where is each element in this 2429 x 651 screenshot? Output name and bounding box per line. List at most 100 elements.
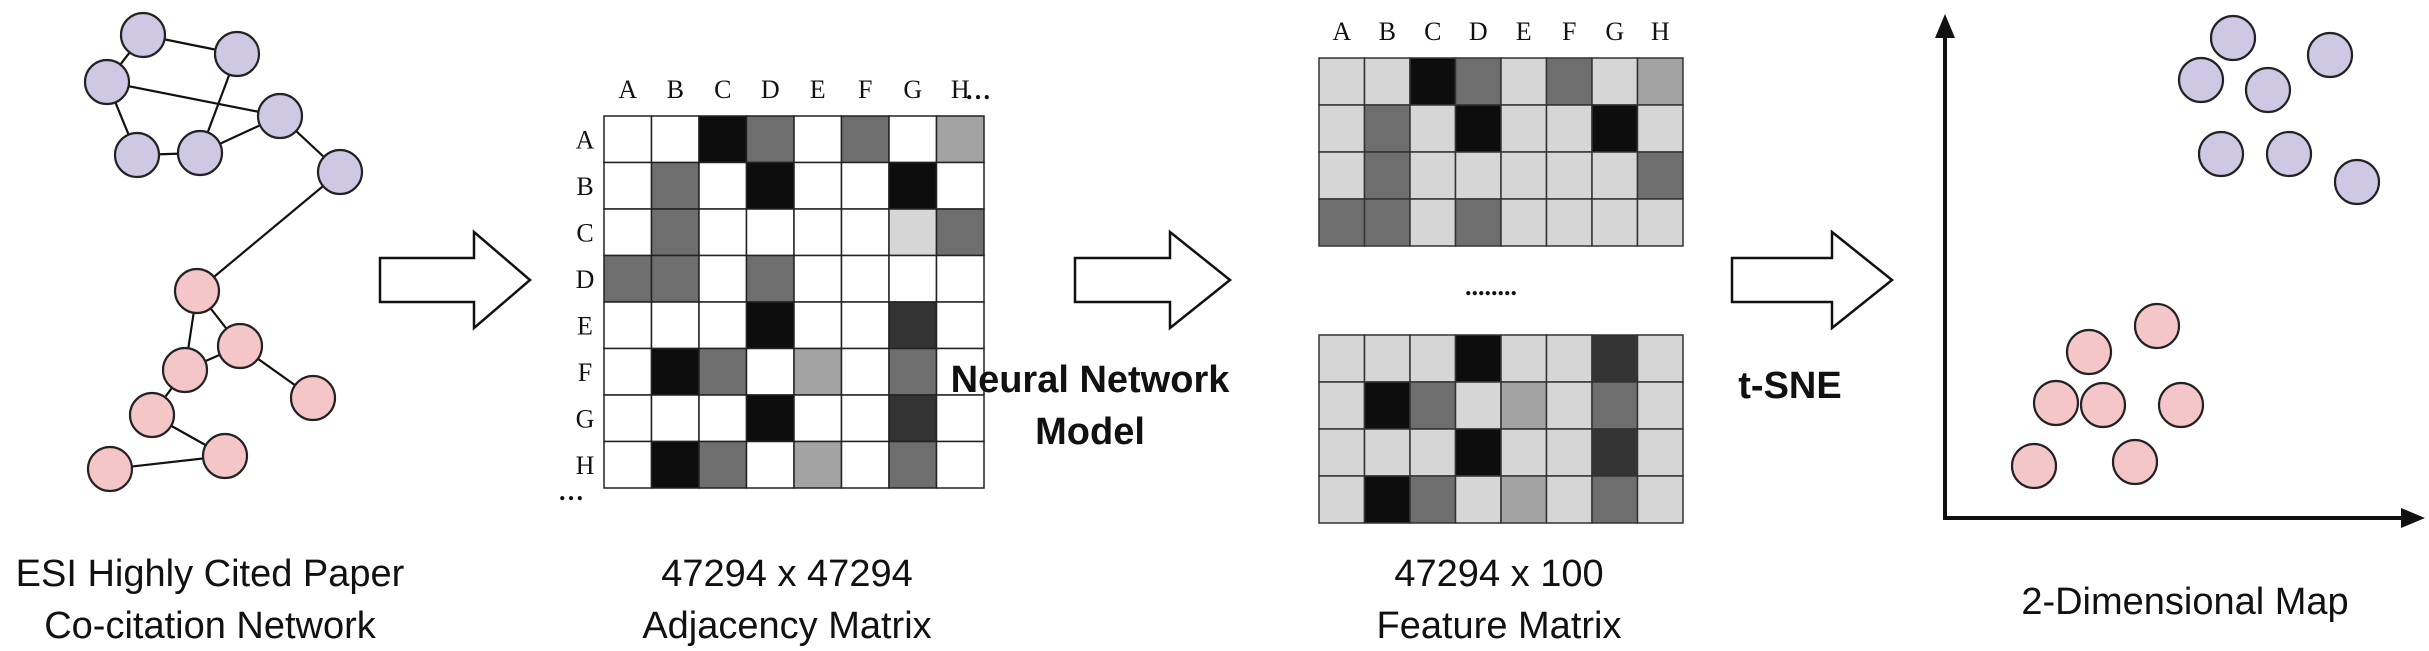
right-arrow-icon bbox=[1730, 229, 1895, 331]
adjacency-cell bbox=[745, 161, 795, 210]
adjacency-column-label: C bbox=[714, 75, 731, 104]
feature-cell bbox=[1591, 334, 1639, 383]
feature-cell bbox=[1500, 57, 1548, 106]
feature-cell bbox=[1636, 57, 1684, 106]
adjacency-column-label: G bbox=[903, 75, 922, 104]
adjacency-cell bbox=[793, 208, 843, 257]
network-node bbox=[83, 58, 131, 106]
feature-cell bbox=[1545, 57, 1593, 106]
map-point bbox=[2010, 442, 2058, 490]
adjacency-cell bbox=[935, 301, 985, 350]
feature-cell bbox=[1363, 104, 1411, 153]
adjacency-cell bbox=[840, 347, 890, 396]
feature-cell bbox=[1545, 151, 1593, 200]
adjacency-cell bbox=[650, 115, 700, 164]
network-caption-line1: ESI Highly Cited Paper bbox=[16, 553, 405, 595]
network-node bbox=[256, 92, 304, 140]
map-point bbox=[2133, 302, 2181, 350]
adjacency-column-ellipsis: … bbox=[965, 76, 991, 105]
adjacency-cell bbox=[935, 208, 985, 257]
adjacency-cell bbox=[935, 254, 985, 303]
feature-cell bbox=[1409, 57, 1457, 106]
network-node bbox=[201, 432, 249, 480]
map-point bbox=[2333, 158, 2381, 206]
adjacency-cell bbox=[935, 161, 985, 210]
feature-cell bbox=[1409, 198, 1457, 247]
adjacency-cell bbox=[650, 161, 700, 210]
adjacency-row-label: H bbox=[576, 451, 595, 480]
feature-cell bbox=[1591, 381, 1639, 430]
adjacency-cell bbox=[745, 208, 795, 257]
right-arrow-icon bbox=[378, 229, 532, 331]
adjacency-cell bbox=[793, 115, 843, 164]
adjacency-column-label: A bbox=[618, 75, 637, 104]
feature-caption-line1: 47294 x 100 bbox=[1394, 553, 1603, 595]
adjacency-cell bbox=[603, 347, 653, 396]
feature-cell bbox=[1318, 57, 1366, 106]
adjacency-row-label: C bbox=[576, 218, 593, 247]
map-point bbox=[2265, 130, 2313, 178]
adjacency-cell bbox=[840, 394, 890, 443]
adjacency-cell bbox=[793, 440, 843, 489]
feature-cell bbox=[1363, 381, 1411, 430]
feature-cell bbox=[1363, 198, 1411, 247]
feature-cell bbox=[1318, 104, 1366, 153]
adjacency-row-label: G bbox=[576, 404, 595, 433]
adjacency-cell bbox=[888, 440, 938, 489]
feature-caption-line2: Feature Matrix bbox=[1377, 605, 1622, 647]
adjacency-cell bbox=[840, 208, 890, 257]
arrow-up-icon bbox=[1935, 14, 1955, 38]
map-clusters bbox=[2010, 14, 2381, 490]
network-node bbox=[176, 129, 224, 177]
map-point bbox=[2157, 381, 2205, 429]
adjacency-row-label: B bbox=[576, 172, 593, 201]
adjacency-cell bbox=[603, 440, 653, 489]
adjacency-cell bbox=[698, 394, 748, 443]
adjacency-cell bbox=[650, 208, 700, 257]
adjacency-cell bbox=[935, 394, 985, 443]
network-node bbox=[173, 267, 221, 315]
adjacency-cell bbox=[793, 254, 843, 303]
feature-column-label: C bbox=[1424, 17, 1441, 46]
feature-cell bbox=[1363, 57, 1411, 106]
feature-cell bbox=[1500, 198, 1548, 247]
map-point bbox=[2111, 438, 2159, 486]
feature-cell bbox=[1318, 381, 1366, 430]
feature-cell bbox=[1363, 151, 1411, 200]
network-caption-line2: Co-citation Network bbox=[44, 605, 377, 647]
feature-cell bbox=[1500, 381, 1548, 430]
feature-cell bbox=[1318, 151, 1366, 200]
adjacency-cell bbox=[650, 440, 700, 489]
feature-cell bbox=[1636, 198, 1684, 247]
network-node bbox=[119, 11, 167, 59]
network-node bbox=[128, 391, 176, 439]
adjacency-column-label: F bbox=[858, 75, 872, 104]
feature-cell bbox=[1454, 381, 1502, 430]
feature-cell bbox=[1591, 198, 1639, 247]
adjacency-cell bbox=[840, 301, 890, 350]
feature-cell bbox=[1454, 151, 1502, 200]
adjacency-cell bbox=[793, 347, 843, 396]
feature-cell bbox=[1591, 104, 1639, 153]
feature-cell bbox=[1363, 428, 1411, 477]
network-edge bbox=[106, 80, 281, 118]
adjacency-cell bbox=[603, 394, 653, 443]
feature-cell bbox=[1454, 57, 1502, 106]
network-node bbox=[216, 322, 264, 370]
feature-cell bbox=[1636, 334, 1684, 383]
adjacency-row-label: A bbox=[576, 125, 595, 154]
adjacency-cell bbox=[935, 115, 985, 164]
adjacency-cell bbox=[698, 208, 748, 257]
feature-cell bbox=[1636, 151, 1684, 200]
adjacency-caption-line2: Adjacency Matrix bbox=[642, 605, 931, 647]
adjacency-cell bbox=[650, 301, 700, 350]
network-node bbox=[316, 148, 364, 196]
feature-cell bbox=[1318, 334, 1366, 383]
feature-column-label: H bbox=[1651, 17, 1670, 46]
network-node bbox=[86, 445, 134, 493]
adjacency-cell bbox=[888, 347, 938, 396]
